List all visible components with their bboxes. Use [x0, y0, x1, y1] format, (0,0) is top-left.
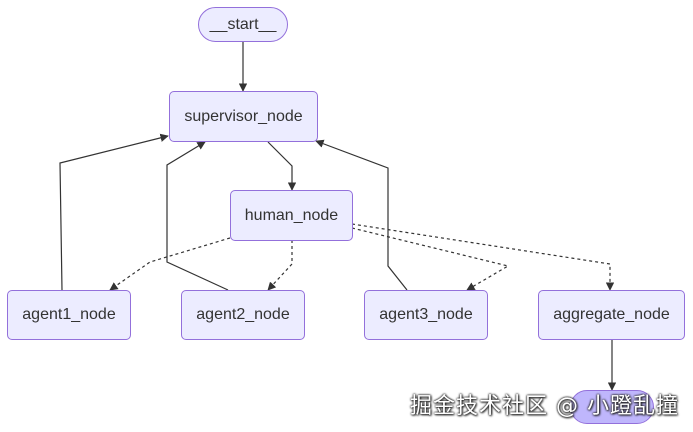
node-agent1[interactable]: agent1_node	[7, 290, 131, 340]
node-agent3-label: agent3_node	[379, 306, 473, 323]
edge-human-aggregate	[351, 223, 615, 291]
edge-agent3-supervisor	[315, 139, 408, 291]
node-end[interactable]	[570, 390, 654, 424]
node-aggregate[interactable]: aggregate_node	[538, 290, 685, 340]
edge-human-agent1	[109, 237, 231, 291]
edge-agent2-supervisor	[166, 141, 229, 291]
node-supervisor[interactable]: supervisor_node	[169, 91, 318, 142]
node-start[interactable]: __start__	[198, 7, 288, 42]
node-aggregate-label: aggregate_node	[553, 306, 670, 323]
node-agent2-label: agent2_node	[196, 306, 290, 323]
node-agent2[interactable]: agent2_node	[181, 290, 305, 340]
edge-human-agent3	[351, 227, 510, 291]
edge-agent1-supervisor	[59, 133, 169, 291]
node-agent3[interactable]: agent3_node	[364, 290, 488, 340]
node-start-label: __start__	[209, 15, 277, 33]
node-human[interactable]: human_node	[230, 190, 353, 241]
node-agent1-label: agent1_node	[22, 306, 116, 323]
watermark: 掘金技术社区 @ 小蹬乱撞	[410, 394, 679, 419]
edge-supervisor-human	[267, 141, 297, 191]
edge-human-agent2	[267, 240, 293, 291]
node-human-label: human_node	[244, 206, 339, 224]
node-supervisor-label: supervisor_node	[184, 107, 303, 125]
